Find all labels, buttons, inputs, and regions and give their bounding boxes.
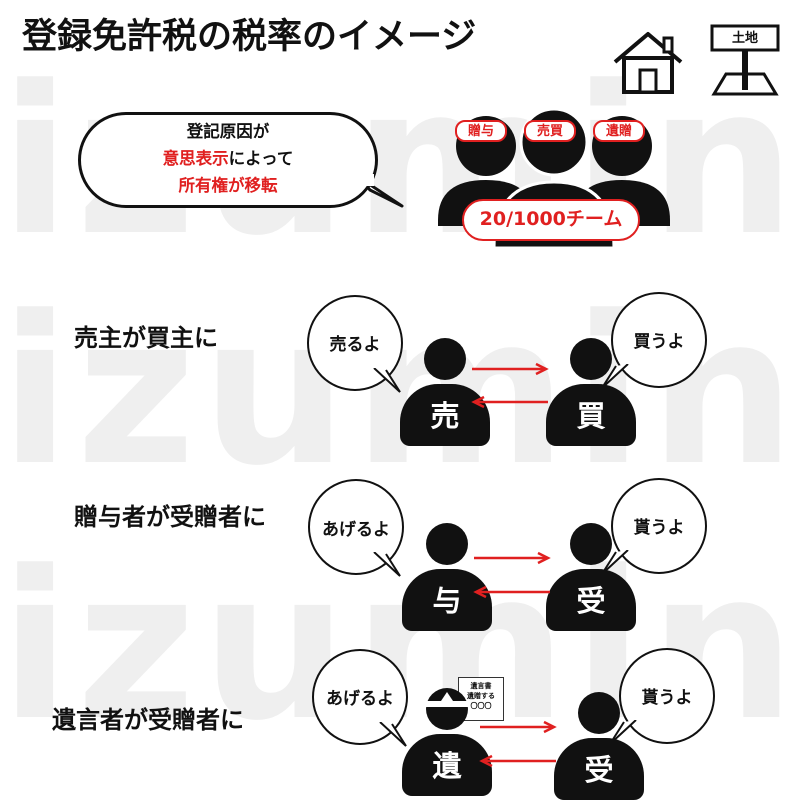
person-char: 与	[432, 584, 462, 618]
headband-icon	[426, 692, 468, 707]
cloud-line-2-rest: によって	[228, 149, 294, 168]
person-receiver: 受	[554, 692, 644, 802]
arrow-right-icon	[474, 551, 551, 565]
arrow-left-icon	[471, 395, 548, 409]
cloud-text: 登記原因が 意思表示によって 所有権が移転	[78, 118, 378, 199]
person-char: 遺	[432, 749, 462, 783]
person-testator: 遺	[402, 688, 492, 798]
speech-bubble-right	[619, 648, 715, 744]
person-head	[426, 523, 468, 565]
will-doc-line-2: 遺贈する	[467, 692, 495, 700]
person-char: 買	[576, 399, 606, 433]
person-body	[546, 384, 636, 446]
cloud-line-2: 意思表示によって	[78, 145, 378, 172]
person-body	[554, 738, 644, 800]
speech-bubble-right	[611, 478, 707, 574]
cloud-line-1: 登記原因が	[186, 122, 270, 141]
cloud-line-2-red: 意思表示	[162, 149, 229, 168]
person-body	[402, 734, 492, 796]
row-label-sale: 売主が買主に	[74, 324, 218, 352]
bubble-text-left: あげるよ	[326, 689, 394, 709]
land-sign-icon	[710, 24, 780, 96]
person-head	[424, 338, 466, 380]
arrow-right-icon	[472, 362, 549, 376]
team-label: 20/1000チーム	[462, 199, 640, 241]
bubble-tail	[373, 552, 401, 577]
person-giver: 与	[402, 523, 492, 633]
bubble-text-right: 貰うよ	[641, 688, 693, 708]
person-char: 受	[584, 753, 614, 787]
person-seller: 売	[400, 338, 490, 448]
bubble-tail	[379, 722, 407, 747]
page-title: 登録免許税の税率のイメージ	[22, 17, 477, 57]
will-doc-line-3: 〇〇〇	[470, 702, 492, 710]
row-label-gift: 贈与者が受贈者に	[74, 503, 266, 531]
person-char: 受	[576, 584, 606, 618]
bubble-text-right: 買うよ	[633, 332, 685, 352]
land-sign-label: 土地	[731, 31, 758, 46]
row-label-bequest: 遺言者が受贈者に	[52, 706, 244, 734]
person-body	[400, 384, 490, 446]
house-icon	[613, 32, 683, 94]
person-head	[570, 523, 612, 565]
person-head	[570, 338, 612, 380]
person-body	[402, 569, 492, 631]
person-head	[578, 692, 620, 734]
person-buyer: 買	[546, 338, 636, 448]
person-char: 売	[430, 399, 460, 433]
person-body	[546, 569, 636, 631]
bubble-text-left: 売るよ	[329, 335, 381, 355]
speech-bubble	[78, 112, 378, 208]
bubble-text-right: 貰うよ	[633, 518, 685, 538]
tag-sale: 売買	[524, 120, 576, 142]
arrow-left-icon	[473, 585, 550, 599]
arrow-right-icon	[480, 720, 557, 734]
person-receiver: 受	[546, 523, 636, 633]
tag-gift: 贈与	[455, 120, 507, 142]
bubble-tail	[373, 368, 401, 393]
tag-bequest: 遺贈	[593, 120, 645, 142]
arrow-left-icon	[479, 754, 556, 768]
cloud-line-3: 所有権が移転	[178, 176, 278, 195]
bubble-text-left: あげるよ	[322, 520, 390, 540]
bubble-tail-cover	[366, 174, 374, 186]
will-doc-line-1: 遺言書	[470, 682, 492, 690]
speech-bubble-right	[611, 292, 707, 388]
